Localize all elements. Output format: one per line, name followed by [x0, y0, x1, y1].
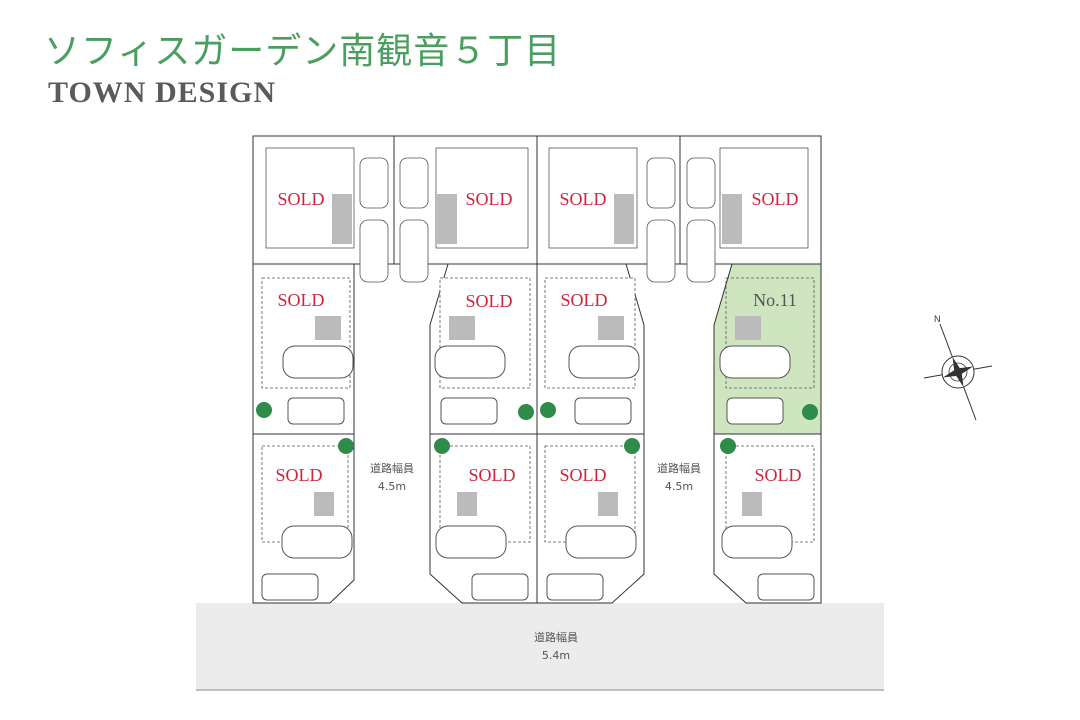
road-left-name: 道路幅員 [370, 461, 414, 475]
lot-10[interactable]: SOLD [536, 433, 645, 604]
lot-label: SOLD [560, 290, 607, 310]
lot-label: SOLD [751, 189, 798, 209]
lot-label: SOLD [277, 290, 324, 310]
lot-label: SOLD [465, 291, 512, 311]
compass-rose-icon: N [923, 314, 993, 421]
lot-label: No.11 [753, 290, 797, 310]
road-right-name: 道路幅員 [657, 461, 701, 475]
lot-7[interactable]: SOLD [536, 263, 645, 435]
lot-5[interactable]: SOLD [252, 263, 355, 435]
lot-label: SOLD [465, 189, 512, 209]
lot-11-available[interactable]: No.11 [713, 263, 822, 435]
lot-label: SOLD [468, 465, 515, 485]
lot-label: SOLD [277, 189, 324, 209]
lot-6[interactable]: SOLD [429, 263, 538, 435]
road-left-width: 4.5m [378, 480, 406, 493]
lot-2[interactable]: SOLD [393, 135, 538, 265]
lot-label: SOLD [559, 465, 606, 485]
north-label: N [934, 314, 941, 324]
road-main-width: 5.4m [542, 649, 570, 662]
lot-12[interactable]: SOLD [713, 433, 822, 604]
main-road [196, 603, 884, 690]
lot-label: SOLD [559, 189, 606, 209]
road-right-width: 4.5m [665, 480, 693, 493]
page-title: ソフィスガーデン南観音５丁目 [44, 31, 562, 72]
lot-9[interactable]: SOLD [429, 433, 538, 604]
lot-8[interactable]: SOLD [252, 433, 355, 604]
lot-label: SOLD [275, 465, 322, 485]
page-subtitle: TOWN DESIGN [48, 76, 277, 109]
lot-label: SOLD [754, 465, 801, 485]
road-main-name: 道路幅員 [534, 630, 578, 644]
